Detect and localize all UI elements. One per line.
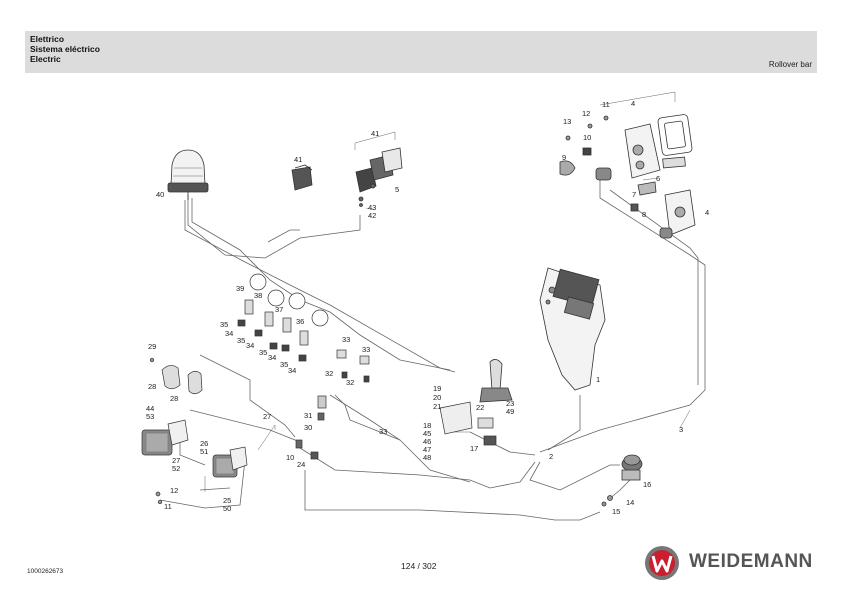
callout: 22 [476, 403, 484, 412]
callout: 50 [223, 504, 231, 513]
weidemann-logo-icon [645, 546, 679, 580]
callout: 46 [423, 437, 431, 446]
callout: 42 [368, 211, 376, 220]
callout: 33 [362, 345, 370, 354]
callout: 41 [371, 129, 379, 138]
callout: 21 [433, 402, 441, 411]
joystick [479, 359, 513, 403]
callout: 1 [596, 375, 600, 384]
callout: 7 [632, 190, 636, 199]
callout: 35 [220, 320, 228, 329]
callout: 2 [549, 452, 553, 461]
callout: 26 [200, 439, 208, 448]
callout: 29 [148, 342, 156, 351]
callout: 27 [263, 412, 271, 421]
callout: 8 [642, 210, 646, 219]
callout: 3 [679, 425, 683, 434]
callout: 14 [626, 498, 634, 507]
title-english: Electric [30, 54, 61, 64]
callout: 49 [506, 407, 514, 416]
callout: 53 [146, 412, 154, 421]
callout: 23 [506, 399, 514, 408]
callout: 33 [379, 427, 387, 436]
callout: 4 [705, 208, 709, 217]
callout: 51 [200, 447, 208, 456]
title-italian: Elettrico [30, 34, 65, 44]
callout: 10 [583, 133, 591, 142]
callout: 39 [236, 284, 244, 293]
callout: 6 [656, 174, 660, 183]
callout: 38 [254, 291, 262, 300]
callout: 45 [423, 429, 431, 438]
callout: 32 [325, 369, 333, 378]
callout: 27 [172, 456, 180, 465]
callout: 18 [423, 421, 431, 430]
beacon-socket [601, 454, 643, 507]
callout: 48 [423, 453, 431, 462]
callout: 5 [395, 185, 399, 194]
rear-light-assembly [559, 114, 696, 239]
callout: 35 [237, 336, 245, 345]
callout: 10 [286, 453, 294, 462]
callout: 25 [223, 496, 231, 505]
callout: 34 [246, 341, 254, 350]
connector-group [295, 395, 497, 460]
callout: 36 [296, 317, 304, 326]
callout: 12 [582, 109, 590, 118]
control-console [539, 267, 606, 391]
callout: 52 [172, 464, 180, 473]
callout: 31 [304, 411, 312, 420]
page-number: 124 / 302 [401, 561, 437, 571]
beacon-light [167, 149, 209, 200]
callout: 13 [563, 117, 571, 126]
callout: 12 [170, 486, 178, 495]
callout: 9 [562, 153, 566, 162]
callout: 16 [643, 480, 651, 489]
callout: 19 [433, 384, 441, 393]
callout: 34 [268, 353, 276, 362]
work-light-small [291, 164, 313, 191]
callout: 37 [275, 305, 283, 314]
callout: 41 [294, 155, 302, 164]
callout: 35 [259, 348, 267, 357]
document-id: 1000262673 [27, 568, 64, 575]
title-spanish: Sistema eléctrico [30, 44, 100, 54]
callout: 44 [146, 404, 154, 413]
wiring-harness [159, 180, 706, 521]
brand-name: WEIDEMANN [689, 551, 813, 572]
switch-panel [237, 273, 370, 383]
header-bar: Elettrico Sistema eléctrico Electric Rol… [25, 31, 817, 73]
callout: 17 [470, 444, 478, 453]
callout: 34 [225, 329, 233, 338]
callout: 32 [346, 378, 354, 387]
work-light-assembly [355, 147, 403, 207]
lamp-group-left [141, 357, 248, 505]
callout: 24 [297, 460, 305, 469]
callout: 4 [631, 99, 635, 108]
callout: 28 [148, 382, 156, 391]
callout: 40 [156, 190, 164, 199]
callout: 33 [342, 335, 350, 344]
callout: 20 [433, 393, 441, 402]
callout-labels: 40 41 41 5 43 42 4 11 12 13 10 9 6 7 8 4… [146, 99, 709, 516]
callout: 34 [288, 366, 296, 375]
callout: 28 [170, 394, 178, 403]
callout: 35 [280, 360, 288, 369]
callout: 15 [612, 507, 620, 516]
callout: 11 [602, 100, 610, 109]
section-name: Rollover bar [768, 60, 812, 69]
callout: 30 [304, 423, 312, 432]
callout: 47 [423, 445, 431, 454]
callout: 11 [164, 502, 172, 511]
callout: 43 [368, 203, 376, 212]
